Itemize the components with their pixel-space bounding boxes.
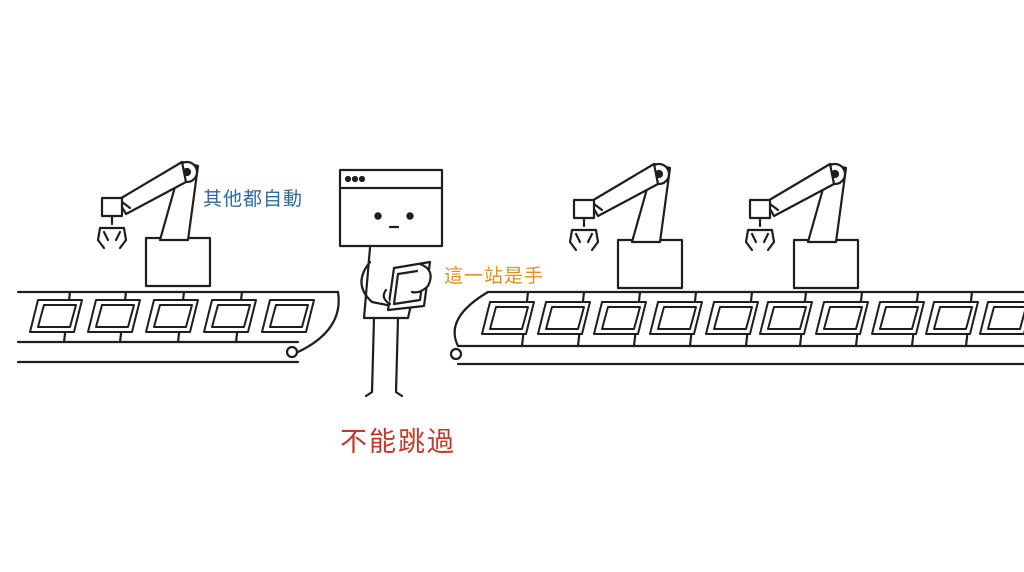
tray xyxy=(979,301,1024,335)
robot-arm-icon xyxy=(744,162,860,290)
robot-arm-icon xyxy=(96,160,212,288)
tray xyxy=(815,301,869,335)
robot-arm-icon xyxy=(568,162,684,290)
cannot-skip-label: 不能跳過 xyxy=(340,427,456,458)
tray xyxy=(537,301,591,335)
conveyor-belt-icon xyxy=(16,290,340,364)
tray xyxy=(203,299,257,333)
others-automated-label: 其他都自動 xyxy=(203,188,304,210)
tray xyxy=(705,301,759,335)
tray xyxy=(261,299,315,333)
tray xyxy=(145,299,199,333)
tray xyxy=(481,301,535,335)
tray xyxy=(759,301,813,335)
tray-group-left xyxy=(29,299,315,333)
tray xyxy=(87,299,141,333)
tablet-icon xyxy=(382,260,432,312)
manual-station-label: 這一站是手 xyxy=(444,265,545,287)
tray xyxy=(649,301,703,335)
tray xyxy=(593,301,647,335)
tray xyxy=(925,301,979,335)
person-icon xyxy=(338,168,444,398)
tray-group-right xyxy=(481,301,1024,335)
tray xyxy=(29,299,83,333)
tray xyxy=(871,301,925,335)
